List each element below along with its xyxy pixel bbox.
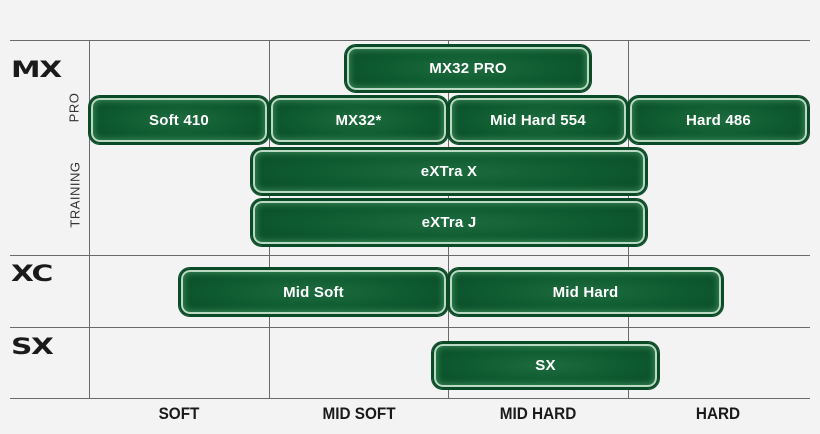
grid-line-xc-sx bbox=[10, 327, 810, 328]
product-extra-x: eXTra X bbox=[251, 148, 647, 195]
category-mx: MX bbox=[11, 58, 62, 83]
subcategory-pro: PRO bbox=[66, 92, 82, 123]
product-label: eXTra J bbox=[421, 214, 477, 231]
product-label: SX bbox=[535, 357, 556, 374]
category-sx: SX bbox=[11, 335, 54, 360]
product-label: Mid Hard 554 bbox=[490, 111, 586, 129]
product-label: MX32* bbox=[335, 111, 382, 129]
grid-line-col-0 bbox=[89, 40, 90, 398]
product-label: eXTra X bbox=[420, 163, 478, 180]
product-label: Mid Soft bbox=[283, 283, 344, 301]
product-hard-486: Hard 486 bbox=[628, 96, 809, 144]
column-label-hard: HARD bbox=[695, 404, 741, 423]
product-label: Mid Hard bbox=[552, 283, 619, 301]
column-label-mid-soft: MID SOFT bbox=[322, 404, 396, 423]
grid-line-top bbox=[10, 40, 810, 41]
grid-line-bottom bbox=[10, 398, 810, 399]
subcategory-training: TRAINING bbox=[67, 161, 83, 228]
category-xc: XC bbox=[11, 262, 53, 287]
product-extra-j: eXTra J bbox=[251, 199, 647, 246]
product-label: MX32 PRO bbox=[429, 60, 507, 77]
product-sx: SX bbox=[432, 342, 659, 389]
product-mx32-pro: MX32 PRO bbox=[345, 45, 591, 92]
product-mx32: MX32* bbox=[269, 96, 448, 144]
product-xc-mid-soft: Mid Soft bbox=[179, 268, 448, 316]
product-label: Hard 486 bbox=[686, 111, 751, 129]
product-soft-410: Soft 410 bbox=[89, 96, 269, 144]
grid-line-mx-xc bbox=[10, 255, 810, 256]
product-label: Soft 410 bbox=[149, 111, 209, 129]
product-xc-mid-hard: Mid Hard bbox=[448, 268, 723, 316]
column-label-mid-hard: MID HARD bbox=[499, 404, 577, 423]
product-mid-hard-554: Mid Hard 554 bbox=[448, 96, 628, 144]
column-label-soft: SOFT bbox=[158, 404, 200, 423]
